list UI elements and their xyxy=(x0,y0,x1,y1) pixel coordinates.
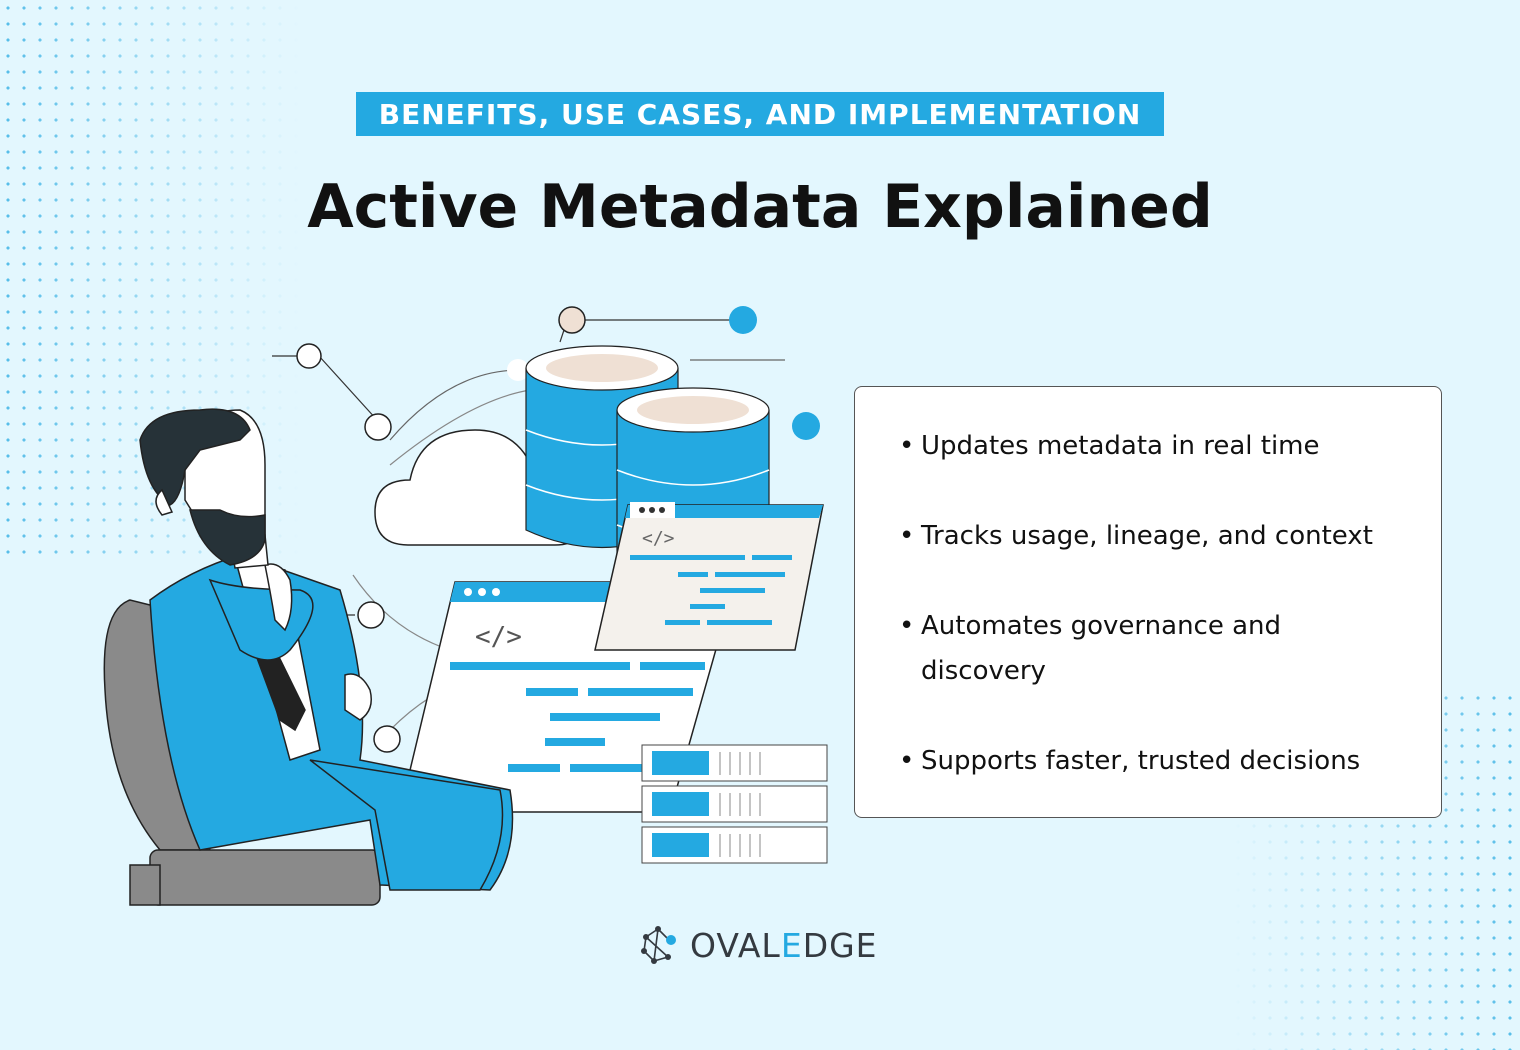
svg-text:</>: </> xyxy=(475,622,522,652)
logo-text-suffix: DGE xyxy=(802,925,878,965)
subtitle-badge: BENEFITS, USE CASES, AND IMPLEMENTATION xyxy=(356,92,1164,136)
businessman-data-illustration: </> </> xyxy=(103,306,828,906)
benefits-card: Updates metadata in real time Tracks usa… xyxy=(854,386,1442,818)
logo-text-prefix: OVAL xyxy=(690,925,781,965)
ovaledge-logo: OVALEDGE xyxy=(638,920,878,970)
benefit-item-decisions: Supports faster, trusted decisions xyxy=(899,739,1421,784)
svg-text:</>: </> xyxy=(642,528,675,549)
subtitle-badge-text: BENEFITS, USE CASES, AND IMPLEMENTATION xyxy=(378,97,1142,131)
benefit-item-automation: Automates governance and discovery xyxy=(899,604,1341,694)
page-title: Active Metadata Explained xyxy=(307,172,1213,242)
benefit-item-tracking: Tracks usage, lineage, and context xyxy=(899,514,1421,559)
network-logo-icon xyxy=(641,926,676,964)
benefit-item-realtime: Updates metadata in real time xyxy=(899,424,1421,469)
logo-text-highlight: E xyxy=(780,925,803,965)
logo-wordmark: OVALEDGE xyxy=(690,926,878,965)
